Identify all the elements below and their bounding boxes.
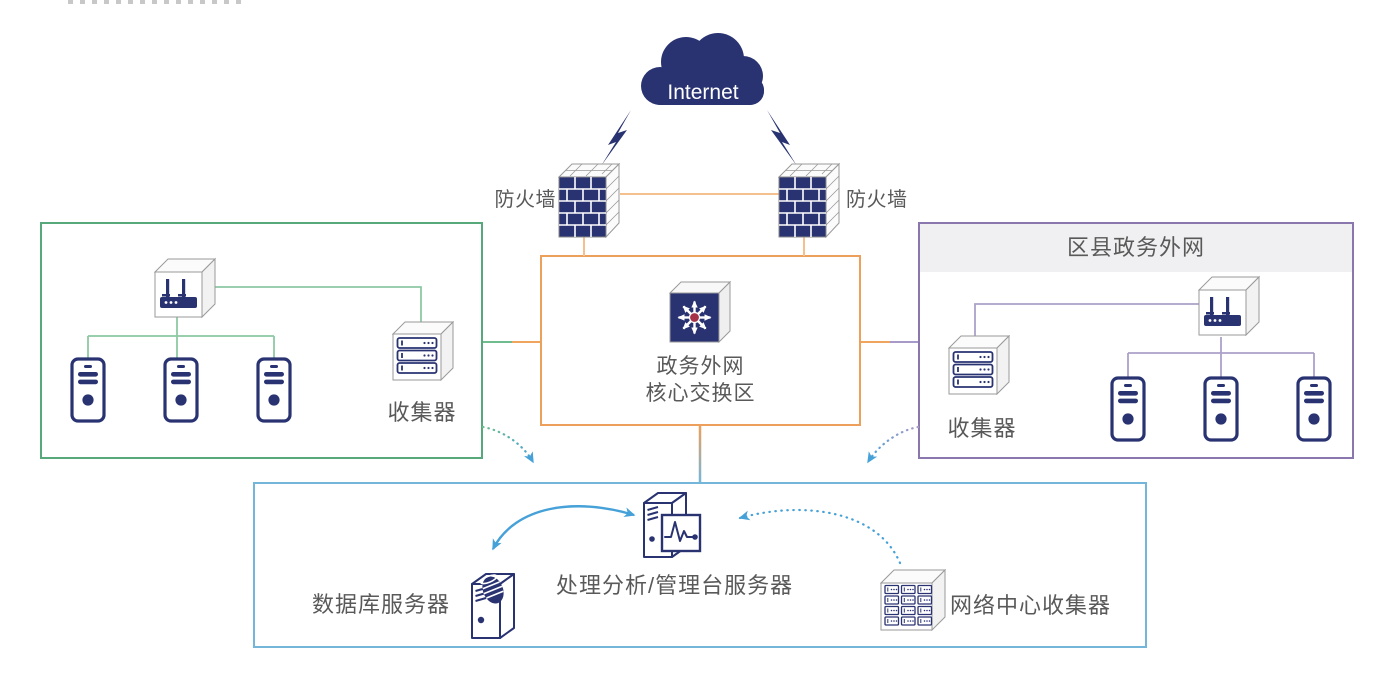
collector-right-label: 收集器	[947, 416, 1017, 441]
core-switch-zone	[540, 255, 861, 426]
pc-tower-icon	[1112, 378, 1144, 440]
district-extranet-title: 区县政务外网	[920, 224, 1352, 272]
left-network-zone	[40, 222, 483, 459]
internet-label: Internet	[667, 81, 738, 104]
processing-server-icon	[644, 493, 700, 557]
analysis-center-zone	[253, 482, 1147, 648]
router-icon-right	[1199, 277, 1259, 335]
firewall-right-label: 防火墙	[846, 189, 908, 211]
router-icon-left	[155, 259, 215, 317]
firewall-left-label: 防火墙	[494, 189, 556, 211]
core-zone-label-line1: 政务外网	[656, 355, 745, 378]
firewall-icon-right	[779, 164, 839, 237]
collector-icon-left	[393, 322, 453, 380]
pc-tower-icon	[258, 359, 290, 421]
database-server-label: 数据库服务器	[312, 592, 451, 617]
pc-tower-icon	[165, 359, 197, 421]
network-collector-label: 网络中心收集器	[950, 593, 1112, 618]
core-switch-icon	[670, 282, 730, 342]
core-zone-label: 政务外网 核心交换区	[540, 353, 861, 407]
pc-tower-icon	[1298, 378, 1330, 440]
database-server-icon	[472, 573, 514, 638]
firewall-icon-left	[559, 164, 619, 237]
core-zone-label-line2: 核心交换区	[645, 382, 756, 405]
pc-tower-icon	[72, 359, 104, 421]
district-extranet-zone: 区县政务外网	[918, 222, 1354, 459]
pc-tower-icon	[1205, 378, 1237, 440]
lightning-bolt-icon	[601, 110, 797, 166]
collector-left-label: 收集器	[387, 400, 457, 425]
collector-icon-right	[949, 336, 1009, 394]
network-collector-icon	[881, 570, 945, 630]
clipped-text-fragment	[68, 0, 243, 4]
internet-cloud-icon: Internet	[641, 33, 764, 105]
processing-server-label: 处理分析/管理台服务器	[556, 573, 794, 598]
